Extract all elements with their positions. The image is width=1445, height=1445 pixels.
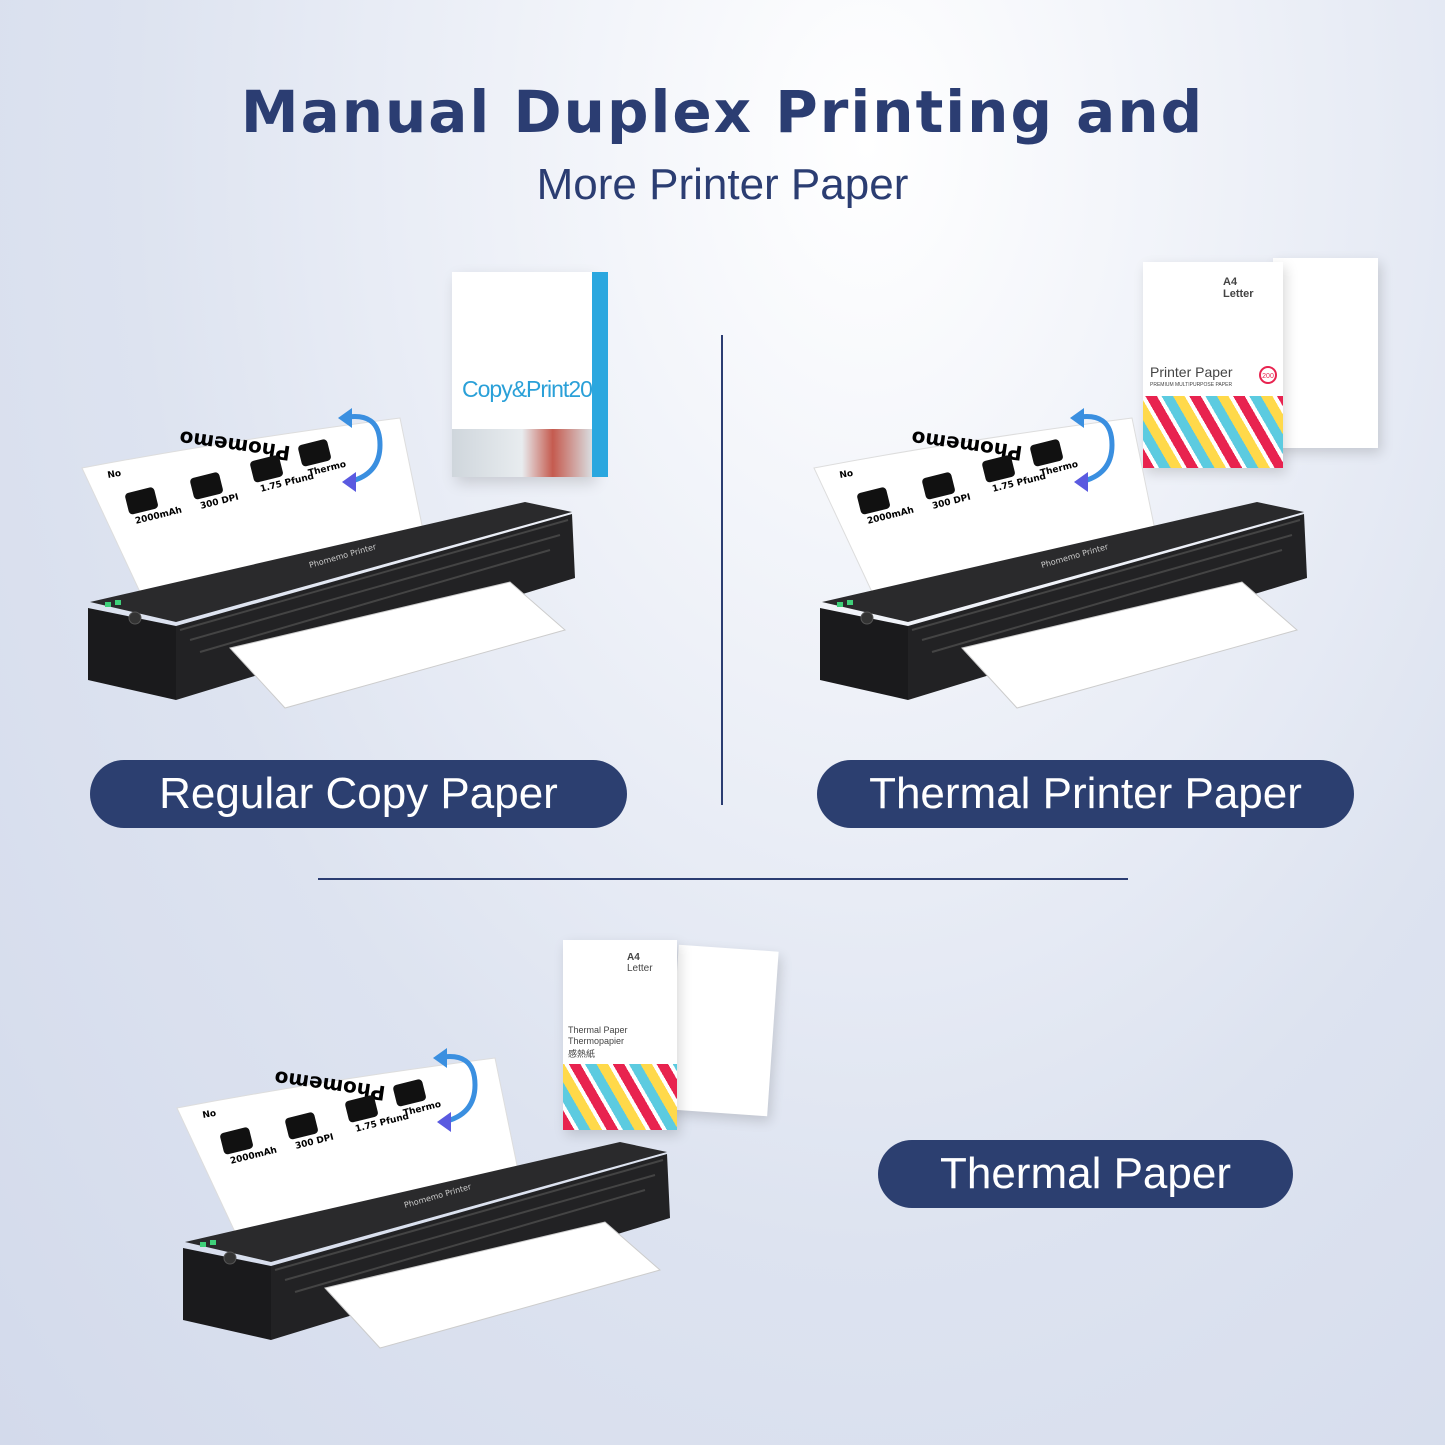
- output-paper: [961, 581, 1299, 709]
- output-paper: [324, 1221, 662, 1349]
- label-regular-copy-paper: Regular Copy Paper: [90, 760, 627, 828]
- feature-icon: [857, 487, 890, 515]
- printer-illustration: Phomemo No 2000mAh 300 DPI 1.75 Pfund Th…: [81, 408, 575, 709]
- feature-icon: [922, 472, 955, 500]
- printer-top: [90, 502, 572, 622]
- flip-arrow-icon: [341, 414, 383, 485]
- svg-text:No: No: [839, 469, 854, 481]
- page-subtitle: More Printer Paper: [536, 160, 909, 209]
- printer-paper-name: Printer Paper: [1150, 364, 1233, 380]
- printer-top: [822, 502, 1304, 622]
- feature-icon: [125, 487, 158, 515]
- printer-illustration: Phomemo No 2000mAh 300 DPI 1.75 Pfund Th…: [813, 408, 1307, 709]
- feature-icon: [298, 439, 331, 467]
- feature-icon: [220, 1127, 253, 1155]
- printer-top: [185, 1142, 667, 1262]
- svg-text:No: No: [107, 469, 122, 481]
- printer-front: [183, 1248, 271, 1340]
- label-thermal-printer-paper: Thermal Printer Paper: [817, 760, 1354, 828]
- output-paper: [229, 581, 567, 709]
- printer-front: [88, 608, 176, 700]
- feature-icon: [190, 472, 223, 500]
- power-button: [223, 1251, 237, 1265]
- feature-icon: [250, 455, 283, 483]
- power-button: [128, 611, 142, 625]
- flip-arrow-icon: [436, 1054, 478, 1125]
- feature-icon: [393, 1079, 426, 1107]
- printer-front: [820, 608, 908, 700]
- flip-arrow-icon: [1073, 414, 1115, 485]
- pattern-graphic: [1143, 396, 1283, 468]
- vertical-divider: [721, 335, 723, 805]
- printer-illustration: Phomemo No 2000mAh 300 DPI 1.75 Pfund Th…: [176, 1048, 670, 1349]
- horizontal-divider: [318, 878, 1128, 880]
- feature-icon: [1030, 439, 1063, 467]
- feature-icon: [982, 455, 1015, 483]
- page-title: Manual Duplex Printing and: [240, 78, 1205, 146]
- label-thermal-paper: Thermal Paper: [878, 1140, 1293, 1208]
- package-photo: [452, 429, 592, 477]
- thermal-paper-package: A4 Letter Thermal Paper Thermopapier 感熱紙: [563, 940, 779, 1132]
- power-button: [860, 611, 874, 625]
- copy-paper-brand: Copy&Print20: [462, 376, 593, 402]
- pattern-graphic: [563, 1064, 677, 1130]
- printer-paper-package: A4 Letter Printer Paper PREMIUM MULTIPUR…: [1143, 258, 1383, 468]
- copy-paper-package: Copy&Print20: [452, 272, 608, 477]
- feature-icon: [345, 1095, 378, 1123]
- feature-icon: [285, 1112, 318, 1140]
- svg-text:No: No: [202, 1109, 217, 1121]
